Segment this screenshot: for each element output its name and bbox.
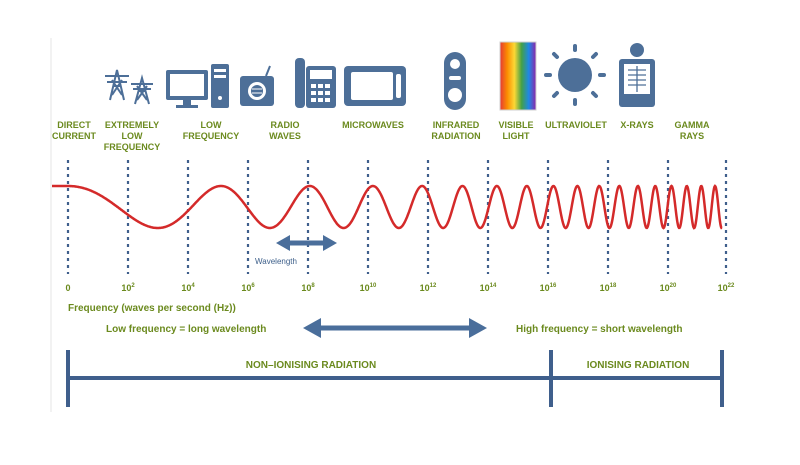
remote-control-icon	[444, 52, 466, 110]
frequency-tick-label: 102	[121, 283, 135, 293]
telephone-icon	[295, 58, 336, 108]
frequency-grid-lines	[66, 160, 728, 274]
frequency-tick-label: 1022	[718, 283, 735, 293]
high-frequency-note: High frequency = short wavelength	[516, 324, 682, 335]
microwave-oven-icon	[344, 66, 406, 106]
frequency-tick-label: 104	[181, 283, 195, 293]
sun-icon	[544, 44, 606, 106]
frequency-direction-arrow	[303, 318, 487, 338]
category-label-x-rays: X-RAYS	[620, 120, 653, 130]
frequency-tick-label: 1016	[540, 283, 557, 293]
frequency-axis-label: Frequency (waves per second (Hz))	[68, 303, 236, 314]
frequency-tick-label: 1018	[600, 283, 617, 293]
frequency-tick-label: 1012	[420, 283, 437, 293]
radio-icon	[240, 65, 274, 106]
frequency-tick-label: 106	[241, 283, 255, 293]
ionising-radiation-label: IONISING RADIATION	[587, 360, 690, 371]
wavelength-label: Wavelength	[255, 257, 297, 266]
x-ray-scanner-icon	[619, 43, 655, 107]
electromagnetic-wave	[52, 184, 723, 230]
desktop-computer-icon	[166, 64, 229, 108]
rainbow-spectrum-icon	[499, 41, 537, 111]
category-label-ultraviolet: ULTRAVIOLET	[545, 120, 607, 130]
low-frequency-note: Low frequency = long wavelength	[106, 324, 266, 335]
radiation-band-bar	[66, 350, 724, 407]
power-pylon-icon	[105, 69, 153, 105]
non-ionising-radiation-label: NON–IONISING RADIATION	[246, 360, 376, 371]
frequency-tick-label: 1014	[480, 283, 497, 293]
wavelength-arrow	[276, 235, 337, 251]
category-label-microwaves: MICROWAVES	[342, 120, 404, 130]
frequency-tick-label: 1020	[660, 283, 677, 293]
frequency-tick-label: 1010	[360, 283, 377, 293]
frequency-tick-labels: 0 102 104 106 108 1010 1012 1014 1016 1018 1020 102…	[65, 283, 735, 293]
frequency-tick-label: 0	[65, 283, 70, 293]
frequency-tick-label: 108	[301, 283, 315, 293]
